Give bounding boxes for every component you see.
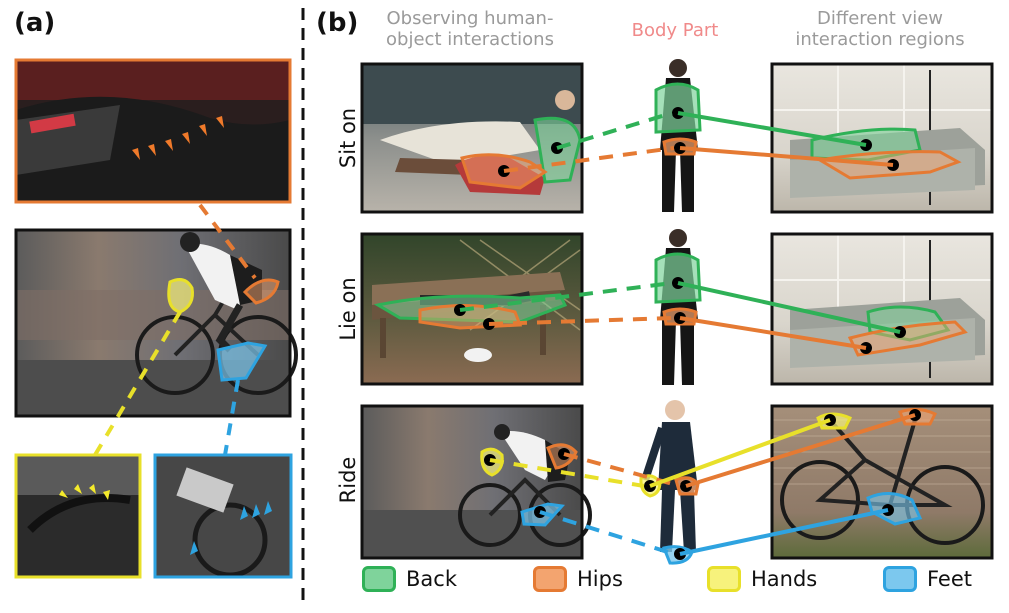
zoom-saddle-image: [14, 58, 292, 204]
legend-item-back: Back: [362, 566, 457, 592]
observation-image-ride: [360, 404, 592, 560]
legend-swatch-back: [362, 566, 396, 592]
legend-label-hands: Hands: [751, 567, 818, 591]
view-image-ride: [770, 404, 994, 560]
legend-item-hands: Hands: [707, 566, 817, 592]
legend-item-feet: Feet: [883, 566, 972, 592]
connector-handlebar: [93, 310, 182, 457]
legend-label-hips: Hips: [577, 567, 623, 591]
dashed-connectors: [459, 111, 681, 556]
panel-a-label: (a): [14, 8, 56, 38]
legend-swatch-hips: [533, 566, 567, 592]
body-figure-lie-on: [654, 229, 702, 385]
column-header-body-part: Body Part: [631, 20, 719, 41]
solid-connectors: [649, 111, 916, 556]
cyclist-image: [14, 228, 298, 418]
zoom-pedal-image: [153, 453, 293, 579]
legend-swatch-feet: [883, 566, 917, 592]
connector-saddle: [198, 203, 257, 280]
column-header-view-line1: Different view: [816, 8, 944, 29]
legend-item-hips: Hips: [533, 566, 623, 592]
column-header-view: Different view interaction regions: [770, 8, 990, 50]
observation-image-sit-on: [360, 62, 584, 214]
legend-label-back: Back: [406, 567, 457, 591]
panel-b-label: (b): [316, 8, 359, 38]
column-header-observing-line2: object interactions: [386, 29, 554, 50]
legend-swatch-hands: [707, 566, 741, 592]
view-image-lie-on: [770, 232, 994, 386]
legend-label-feet: Feet: [927, 567, 973, 591]
column-header-view-line2: interaction regions: [795, 29, 965, 50]
view-image-sit-on: [770, 62, 994, 214]
column-header-observing: Observing human- object interactions: [362, 8, 578, 50]
zoom-handlebar-image: [14, 453, 142, 579]
column-header-observing-line1: Observing human-: [386, 8, 554, 29]
body-figure-sit-on: [654, 59, 702, 212]
